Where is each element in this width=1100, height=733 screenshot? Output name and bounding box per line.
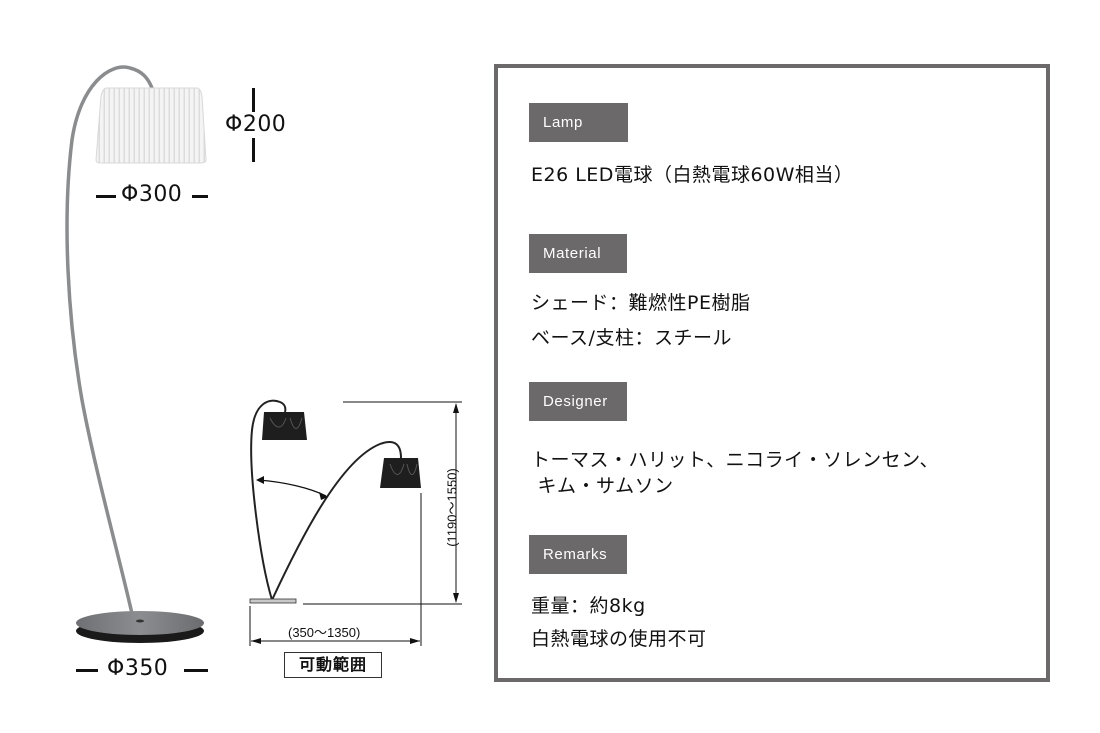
remarks-weight-text: 重量：約8kg (531, 595, 646, 617)
shade-diameter-dim-left (96, 195, 116, 198)
material-base-text: ベース/支柱：スチール (531, 327, 732, 349)
floor-lamp-illustration (65, 65, 207, 643)
lamp-base-top (76, 611, 204, 635)
base-diameter-dim-right (184, 669, 208, 672)
range-of-motion-caption: 可動範囲 (284, 652, 382, 678)
lamp-arm (65, 65, 154, 620)
base-diameter-dim-left (76, 669, 98, 672)
section-tag-remarks: Remarks (529, 535, 627, 574)
shade-height-dim-bottom (252, 138, 255, 162)
designer-line-1: トーマス・ハリット、ニコライ・ソレンセン、 (531, 449, 939, 471)
shade-diameter-dim-right (192, 195, 208, 198)
shade-height-dim-top (252, 88, 255, 112)
lamp-bulb-text: E26 LED電球（白熱電球60W相当） (531, 164, 854, 186)
shade-diameter-label: Φ300 (121, 182, 183, 207)
designer-line-2: キム・サムソン (531, 475, 674, 497)
remarks-bulb-warning-text: 白熱電球の使用不可 (531, 628, 707, 650)
base-diameter-label: Φ350 (107, 656, 169, 681)
range-of-motion-diagram (249, 399, 462, 646)
section-tag-lamp: Lamp (529, 103, 628, 142)
section-tag-material: Material (529, 234, 627, 273)
shade-height-label: Φ200 (225, 112, 287, 137)
lamp-shade (95, 87, 207, 164)
section-tag-designer: Designer (529, 382, 627, 421)
width-range-label: (350〜1350) (288, 625, 361, 640)
spec-panel: Lamp E26 LED電球（白熱電球60W相当） Material シェード：… (494, 64, 1050, 682)
height-range-label: (1190〜1550) (444, 468, 460, 547)
material-shade-text: シェード：難燃性PE樹脂 (531, 292, 751, 314)
